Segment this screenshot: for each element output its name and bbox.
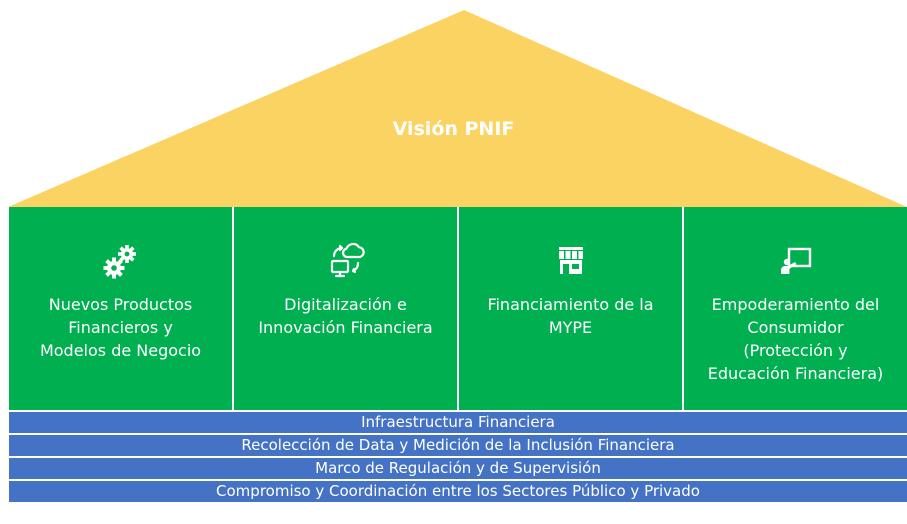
pillar-consumer-empowerment: Empoderamiento del Consumidor (Protecció…	[684, 207, 907, 410]
pillar-new-products: Nuevos Productos Financieros y Modelos d…	[9, 207, 232, 410]
pillar-mype-financing: Financiamiento de la MYPE	[459, 207, 682, 410]
pillar-label: Nuevos Productos Financieros y Modelos d…	[39, 295, 202, 360]
pillar-label: Financiamiento de la MYPE	[487, 295, 654, 337]
presentation-board-icon	[780, 247, 811, 274]
pillar-label: Empoderamiento del Consumidor (Protecció…	[707, 295, 884, 383]
roof-title: Visión PNIF	[392, 118, 515, 140]
band-public-private-commitment: Compromiso y Coordinación entre los Sect…	[9, 481, 907, 502]
band-data-collection: Recolección de Data y Medición de la Inc…	[9, 435, 907, 456]
cloud-computer-sync-icon	[330, 242, 365, 278]
pillars: Nuevos Productos Financieros y Modelos d…	[9, 207, 907, 410]
band-regulation-supervision: Marco de Regulación y de Supervisión	[9, 458, 907, 479]
pillar-digitalization: Digitalización e Innovación Financiera	[234, 207, 457, 410]
roof-triangle	[8, 10, 907, 207]
gears-icon	[103, 245, 136, 279]
pillar-label: Digitalización e Innovación Financiera	[258, 295, 433, 337]
band-financial-infrastructure: Infraestructura Financiera	[9, 412, 907, 433]
storefront-icon	[558, 247, 583, 274]
foundation-bands: Infraestructura Financiera Recolección d…	[9, 412, 907, 524]
